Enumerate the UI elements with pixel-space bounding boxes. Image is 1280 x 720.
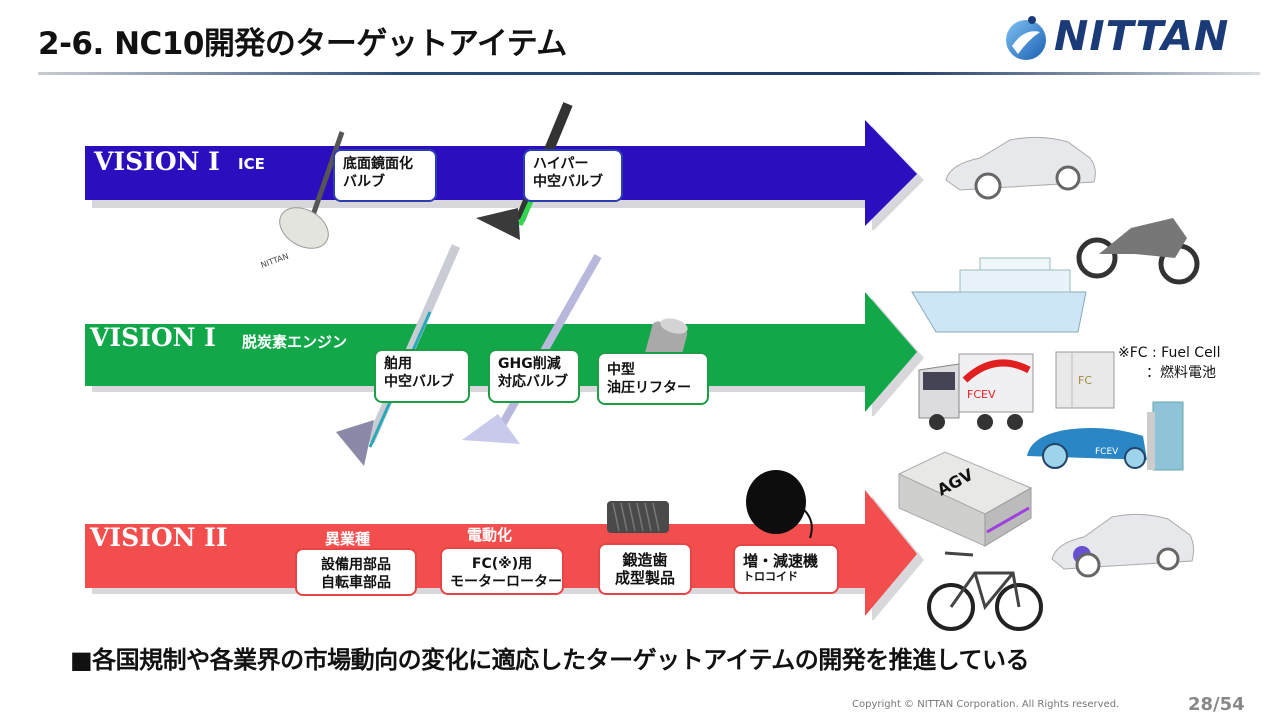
item-line2: 自転車部品 — [321, 575, 391, 591]
page-number: 28/54 — [1188, 694, 1245, 715]
item-line1: 底面鏡面化 — [343, 156, 413, 172]
nittan-logo: NITTAN — [1002, 12, 1258, 62]
item-line1: 増・減速機 — [743, 552, 819, 570]
mirror-face-valve-image: NITTAN — [260, 131, 345, 270]
tag-other-industries: 異業種 — [325, 530, 371, 548]
slide-title: 2-6. NC10開発のターゲットアイテム — [38, 26, 567, 62]
svg-text:NITTAN: NITTAN — [260, 252, 290, 270]
item-line2: 油圧リフター — [607, 380, 691, 396]
nittan-swoosh-icon — [1006, 16, 1046, 60]
truck-fcev-label: FCEV — [967, 388, 996, 401]
summary-message: ■各国規制や各業界の市場動向の変化に適応したターゲットアイテムの開発を推進してい… — [70, 646, 1030, 674]
fc-box-label: FC — [1078, 374, 1092, 387]
vision1-ice-label: VISION I — [94, 147, 220, 176]
item-line2: 成型製品 — [614, 569, 675, 587]
item-line2: バルブ — [343, 174, 385, 190]
copyright: Copyright © NITTAN Corporation. All Righ… — [852, 699, 1120, 710]
item-line1: GHG削減 — [498, 356, 561, 372]
item-line1: 中型 — [607, 362, 635, 378]
item-line1: 鍛造歯 — [622, 551, 668, 569]
item-line2: 対応バルブ — [498, 374, 568, 390]
item-line2: トロコイド — [743, 570, 798, 583]
title-divider — [38, 72, 1260, 75]
car-image — [945, 136, 1096, 200]
item-line2: モーターローター — [450, 574, 562, 590]
item-card-hyper-hollow-valve: ハイパー 中空バルブ — [523, 149, 623, 202]
item-line1: ハイパー — [533, 156, 589, 172]
item-card-forged-gear: 鍛造歯 成型製品 — [598, 543, 692, 595]
item-line1: 舶用 — [384, 356, 412, 372]
forged-gear-image — [607, 501, 669, 533]
car-fcev-label: FCEV — [1095, 447, 1119, 457]
item-card-reducer-trochoid: 増・減速機 トロコイド — [733, 544, 839, 594]
item-card-mirror-valve: 底面鏡面化 バルブ — [333, 149, 437, 202]
item-card-marine-hollow-valve: 舶用 中空バルブ — [374, 349, 470, 403]
vision1-decarb-sub: 脱炭素エンジン — [242, 333, 348, 351]
agv-image: AGV — [897, 451, 1033, 547]
item-card-equipment-bicycle-parts: 設備用部品 自転車部品 — [295, 548, 417, 596]
vision1-decarb-label: VISION I — [90, 323, 216, 352]
motorcycle-image — [1076, 218, 1200, 285]
item-line2: 中空バルブ — [533, 174, 603, 190]
logo-wordmark: NITTAN — [1054, 12, 1230, 60]
cruise-ship-image — [911, 257, 1087, 333]
item-card-fc-motor-rotor: FC(※)用 モーターローター — [440, 547, 564, 595]
fcev-car-image: FCEV — [1027, 401, 1184, 471]
item-card-ghg-valve: GHG削減 対応バルブ — [488, 349, 580, 403]
item-line1: FC(※)用 — [471, 556, 533, 572]
reducer-image — [746, 470, 813, 539]
item-line2: 中空バルブ — [384, 374, 454, 390]
vision1-ice-arrow — [85, 120, 924, 230]
fcev-truck-image: FCEV — [918, 353, 1034, 430]
e-bike-image — [927, 551, 1043, 631]
item-line1: 設備用部品 — [321, 557, 391, 573]
vision2-label: VISION II — [90, 523, 228, 552]
tag-electrification: 電動化 — [467, 526, 513, 544]
vision1-ice-sub: ICE — [238, 155, 265, 173]
item-card-hydraulic-lifter: 中型 油圧リフター — [597, 352, 709, 405]
fc-note-line2: ：燃料電池 — [1146, 365, 1216, 381]
fc-note-line1: ※FC : Fuel Cell — [1118, 345, 1221, 361]
fuel-cell-unit-image: FC — [1055, 351, 1115, 409]
ev-car-image — [1051, 513, 1195, 578]
